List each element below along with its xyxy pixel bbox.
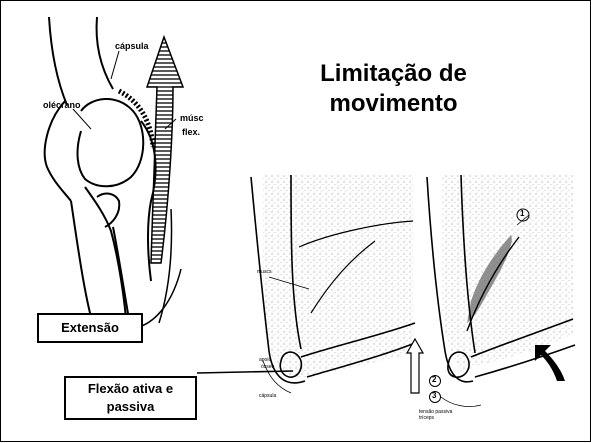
panel1-forearm-bottom xyxy=(306,342,416,378)
curved-arrow-icon xyxy=(535,345,565,381)
panel2-marker1-leader xyxy=(516,214,530,226)
right-panel-2 xyxy=(405,174,576,407)
label-osseo: ósseo xyxy=(261,364,275,370)
left-elbow-drawing xyxy=(43,16,177,332)
label-olecrano: olécrano xyxy=(43,100,81,110)
marker-1-circle xyxy=(516,208,530,222)
label-tensao: tensão passiva xyxy=(419,409,453,415)
panel2-forearm-top xyxy=(470,318,574,358)
capsule-arc xyxy=(117,88,156,148)
panel2-bone-left xyxy=(426,176,474,383)
panel1-bone-mid xyxy=(290,174,302,350)
radius-head xyxy=(96,192,121,228)
panel2-bone-mid xyxy=(460,174,476,354)
label-capsula-small: cápsula xyxy=(259,393,277,399)
flexao-box-line-2: passiva xyxy=(106,399,155,414)
skin-contour xyxy=(158,208,173,324)
label-flex: flex. xyxy=(182,127,201,137)
panel2-forearm-bottom xyxy=(474,344,576,378)
label-triceps: tríceps xyxy=(419,415,435,421)
capsula-leader xyxy=(110,50,120,80)
label-apoio: apoio xyxy=(259,357,272,363)
extensao-pointer xyxy=(138,268,182,328)
extensao-box: Extensão xyxy=(37,313,143,343)
passive-arrow-icon xyxy=(405,337,425,394)
humeral-condyle xyxy=(76,97,145,188)
ulna-left-edge xyxy=(70,200,96,332)
marker-3-circle xyxy=(429,391,441,403)
marker-2: 2 xyxy=(432,375,437,384)
panel1-muscle-line-2 xyxy=(310,240,376,314)
humerus-left-edge xyxy=(48,16,68,106)
panel1-forearm-top xyxy=(300,322,416,358)
flexao-pointer xyxy=(196,370,294,374)
panel1-muscle-line-1 xyxy=(298,220,414,248)
right-panel-1 xyxy=(250,174,416,384)
panel1-muscs-leader xyxy=(268,276,310,290)
ulna-right-edge xyxy=(84,186,128,332)
title-line-1: Limitação de xyxy=(320,60,467,87)
label-capsula: cápsula xyxy=(115,41,149,51)
flexao-box-line-1: Flexão ativa e xyxy=(87,381,174,396)
marker-2-circle xyxy=(429,375,441,387)
panel2-muscle-line xyxy=(466,236,520,332)
muscle-arrow xyxy=(145,34,185,264)
marker-3: 3 xyxy=(432,391,437,400)
label-musc: músc xyxy=(180,113,204,123)
panel2-joint xyxy=(447,351,470,378)
capsula-small-leader xyxy=(262,360,292,394)
label-muscs: muscs xyxy=(257,269,272,275)
marker3-leader xyxy=(440,396,482,407)
flexao-box: Flexão ativa e passiva xyxy=(64,376,197,420)
slide-title: Limitação de movimento xyxy=(301,59,486,119)
olecranon-outline xyxy=(43,100,72,202)
panel1-bone-left xyxy=(250,176,306,384)
olecrano-leader xyxy=(72,108,92,130)
humerus-right-edge xyxy=(95,16,114,90)
panel2-tensed-muscle xyxy=(467,235,512,323)
marker-1: 1 xyxy=(520,209,525,218)
title-line-2: movimento xyxy=(329,90,458,117)
